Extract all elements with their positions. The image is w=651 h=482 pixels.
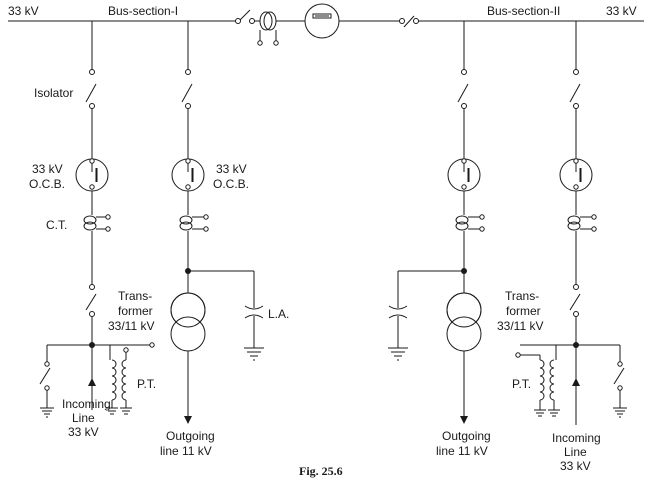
incoming-left-label-1: Incoming [62,397,111,411]
incoming-right-label-2: Line [564,445,587,459]
bus-voltage-right: 33 kV [606,4,637,18]
isolator-label: Isolator [34,86,73,100]
isolator-incoming-right-2 [569,284,581,317]
incoming-left-label-3: 33 kV [68,425,99,439]
ocb-outgoing-left [171,158,205,192]
ocb-incoming-left [75,158,109,192]
incoming-right-label-1: Incoming [552,431,601,445]
transformer-left-label-1: Trans- [118,289,152,303]
earth-symbol [40,407,54,418]
bus-section-2-label: Bus-section-II [487,4,560,18]
transformer-right-outgoing [446,292,482,352]
ocb-left-label-2: O.C.B. [29,177,65,191]
figure-caption: Fig. 25.6 [299,464,343,478]
bus-voltage-left: 33 kV [8,4,39,18]
outgoing-left-label-1: Outgoing [166,429,215,443]
feeder-incoming-right [515,21,627,425]
ocb-incoming-right [559,158,593,192]
isolator-incoming-right [569,69,581,109]
incoming-right-label-3: 33 kV [560,459,591,473]
isolator-outgoing-left [181,69,193,109]
transformer-right-label-2: former [506,304,541,318]
transformer-right-label-1: Trans- [505,289,539,303]
ocb-outgoing-right [447,158,481,192]
bus-coupler-breaker [304,3,340,39]
isolator-incoming-left [85,69,97,109]
ct-incoming-left [83,214,111,232]
pt-right-label: P.T. [512,377,531,391]
la-label: L.A. [268,307,289,321]
ct-incoming-right [567,214,597,232]
pt-incoming-right [520,354,560,417]
bus-coupler [226,3,419,46]
outgoing-right-label-2: line 11 kV [436,444,488,458]
ocb-center-label-1: 33 kV [216,162,247,176]
incoming-left-label-2: Line [72,411,95,425]
outgoing-left-label-2: line 11 kV [160,444,212,458]
transformer-left-label-3: 33/11 kV [108,319,154,333]
pt-incoming-left [106,347,132,415]
outgoing-right-label-1: Outgoing [442,429,491,443]
ct-outgoing-right [455,214,485,232]
transformer-left [170,292,206,352]
lightning-arrester-left [244,305,264,361]
ct-outgoing-left [179,214,209,232]
ocb-left-label-1: 33 kV [32,162,63,176]
bus-coupler-ct [257,11,279,46]
transformer-left-label-2: former [118,304,153,318]
ct-label: C.T. [46,218,67,232]
transformer-right-label-3: 33/11 kV [497,319,543,333]
lightning-arrester-right [388,305,408,361]
feeder-outgoing-right [388,21,485,424]
feeder-outgoing-left [170,21,264,424]
ocb-center-label-2: O.C.B. [213,177,249,191]
isolator-incoming-left-2 [85,284,97,317]
isolator-outgoing-right [457,69,469,109]
bus-section-1-label: Bus-section-I [108,4,178,18]
feeder-incoming-left [39,21,155,418]
pt-left-label: P.T. [137,377,156,391]
